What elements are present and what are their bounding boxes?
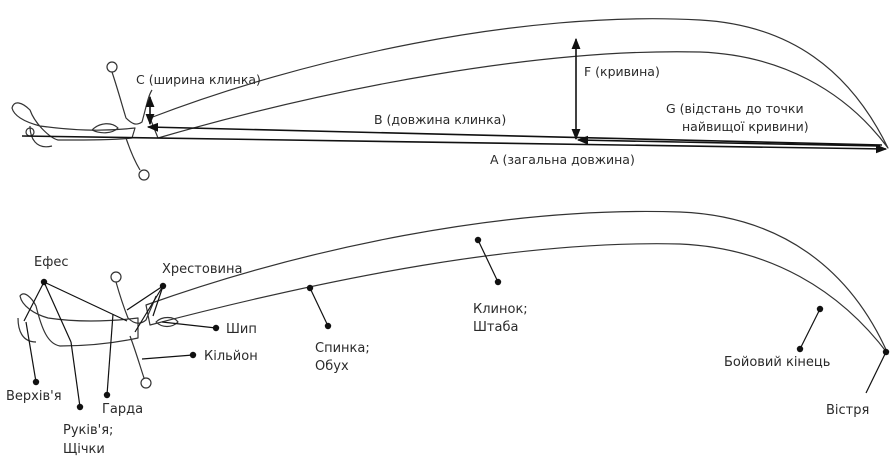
label-verkhivia: Верхів'я xyxy=(6,389,62,404)
label-boiovyi: Бойовий кінець xyxy=(724,355,830,370)
label-vistria: Вістря xyxy=(826,403,869,418)
label-g-line1: G (відстань до точки xyxy=(666,101,804,116)
label-rukivia-line1: Руків'я; xyxy=(63,423,113,438)
label-garda: Гарда xyxy=(102,402,143,417)
label-rukivia-line2: Щічки xyxy=(63,442,105,457)
label-klynok-line1: Клинок; xyxy=(473,302,528,317)
label-klynok-line2: Штаба xyxy=(473,320,518,335)
bottom-saber: Ефес Хрестовина Шип Кільйон Спинка; Обух… xyxy=(6,210,890,457)
top-saber: C (ширина клинка) F (кривина) B (довжина… xyxy=(11,18,889,181)
label-a: A (загальна довжина) xyxy=(490,152,635,167)
label-khrestovyna: Хрестовина xyxy=(162,262,242,277)
label-shyp: Шип xyxy=(226,322,257,337)
label-spynka-line2: Обух xyxy=(315,359,349,374)
dimension-a-line xyxy=(21,135,888,154)
top-blade-outline xyxy=(149,18,889,149)
top-grip-outline xyxy=(11,102,136,141)
label-c: C (ширина клинка) xyxy=(136,72,261,87)
label-kilion: Кільйон xyxy=(204,349,258,364)
bottom-guard-outline xyxy=(115,281,157,379)
label-spynka-line1: Спинка; xyxy=(315,341,370,356)
label-f: F (кривина) xyxy=(584,64,660,79)
bottom-grip-outline xyxy=(19,293,139,347)
label-b: B (довжина клинка) xyxy=(374,112,506,127)
dimension-b-line xyxy=(146,122,883,146)
label-g-line2: найвищої кривини) xyxy=(682,119,809,134)
dimension-g-line xyxy=(576,135,881,147)
label-efes: Ефес xyxy=(34,255,68,270)
leader-lines xyxy=(23,236,890,411)
